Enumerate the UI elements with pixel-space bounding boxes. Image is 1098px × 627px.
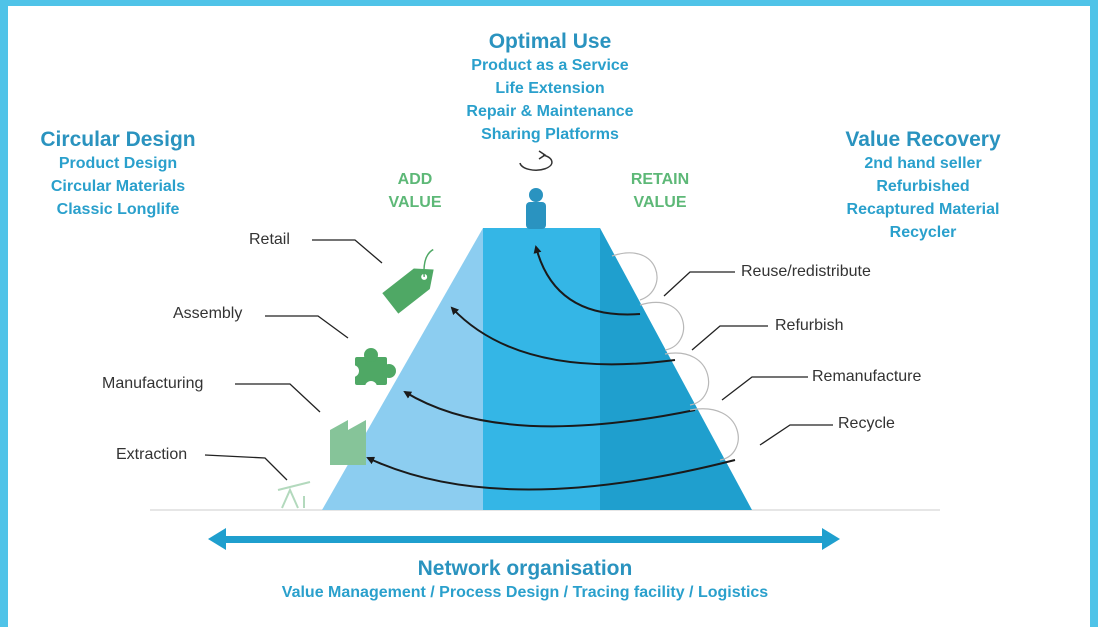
add-value-line: ADD	[397, 171, 433, 188]
retain-value-label: RETAIN VALUE	[612, 168, 708, 214]
loop-label-refurbish: Refurbish	[775, 317, 844, 334]
retain-value-line: VALUE	[633, 194, 687, 211]
rotate-arrow-icon	[519, 150, 553, 171]
right-leaders	[663, 271, 833, 446]
puzzle-icon	[347, 348, 396, 393]
optimal-use-block: Optimal Use Product as a Service Life Ex…	[400, 30, 700, 146]
retain-value-line: RETAIN	[630, 171, 690, 188]
pyramid	[322, 228, 752, 510]
optimal-use-item: Product as a Service	[471, 57, 629, 74]
stage-label-assembly: Assembly	[173, 305, 243, 322]
value-recovery-title: Value Recovery	[845, 128, 1001, 151]
optimal-use-title: Optimal Use	[488, 30, 612, 53]
network-subtitle: Value Management / Process Design / Trac…	[281, 584, 769, 601]
return-arrow-reuse	[533, 245, 641, 316]
pyramid-left-face	[322, 228, 483, 510]
return-arrows	[366, 245, 736, 491]
loop-label-recycle: Recycle	[838, 415, 895, 432]
value-recovery-item: Recycler	[889, 224, 957, 241]
stage-label-manufacturing: Manufacturing	[102, 375, 204, 392]
tag-icon	[382, 248, 434, 314]
circular-design-item: Product Design	[58, 155, 178, 172]
circular-design-item: Classic Longlife	[56, 201, 180, 218]
stage-label-retail: Retail	[249, 231, 290, 248]
return-arrow-remanufacture	[403, 390, 696, 428]
return-arrow-refurbish	[450, 306, 676, 366]
return-arrow-recycle	[366, 456, 736, 491]
value-recovery-item: Refurbished	[876, 178, 970, 195]
left-leaders	[204, 239, 383, 481]
stage-label-extraction: Extraction	[116, 446, 188, 463]
circular-design-item: Circular Materials	[50, 178, 186, 195]
pyramid-middle-face	[483, 228, 600, 510]
person-icon	[526, 188, 546, 229]
pyramid-right-face	[600, 228, 752, 510]
value-recovery-block: Value Recovery 2nd hand seller Refurbish…	[818, 128, 1028, 244]
add-value-line: VALUE	[388, 194, 442, 211]
circular-design-title: Circular Design	[40, 128, 196, 151]
outer-loops	[611, 252, 739, 461]
add-value-label: ADD VALUE	[370, 168, 460, 214]
value-recovery-item: Recaptured Material	[846, 201, 1000, 218]
optimal-use-item: Sharing Platforms	[481, 126, 619, 143]
loop-label-remanufacture: Remanufacture	[812, 368, 922, 385]
network-title: Network organisation	[417, 557, 633, 580]
circular-design-block: Circular Design Product Design Circular …	[18, 128, 218, 221]
optimal-use-item: Repair & Maintenance	[466, 103, 634, 120]
value-recovery-item: 2nd hand seller	[864, 155, 982, 172]
oil-pump-icon	[277, 481, 311, 509]
loop-label-reuse: Reuse/redistribute	[741, 263, 871, 280]
optimal-use-item: Life Extension	[495, 80, 605, 97]
network-block: Network organisation Value Management / …	[200, 557, 850, 604]
factory-icon	[330, 420, 366, 465]
network-arrow	[208, 528, 840, 550]
